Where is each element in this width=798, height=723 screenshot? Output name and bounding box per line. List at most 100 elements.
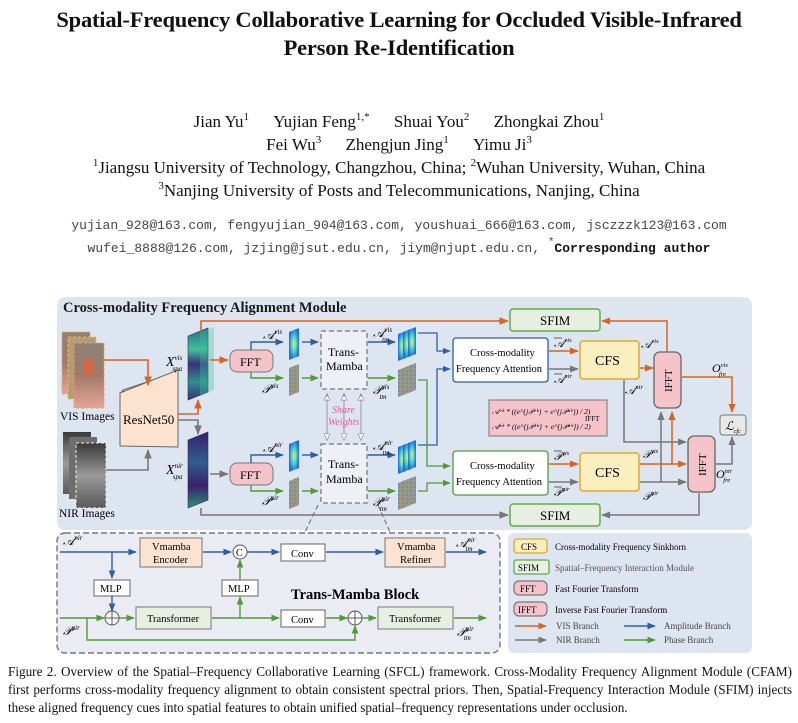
vmamba-refiner-l2: Refiner xyxy=(400,555,432,566)
affiliation-row-1: 1Jiangsu University of Technology, Chang… xyxy=(92,157,706,178)
legend-panel xyxy=(508,533,752,653)
transformer-box-2 xyxy=(377,606,454,630)
cfs-box-phase xyxy=(579,452,640,492)
mlp-label-1: MLP xyxy=(100,584,122,595)
title-line-1: Spatial-Frequency Collaborative Learning… xyxy=(56,7,742,32)
legend-nir-branch: NIR Branch xyxy=(515,635,600,645)
pbar-nir-label: 𝒫nir xyxy=(554,486,570,499)
legend-phase-branch: Phase Branch xyxy=(624,635,714,645)
svg-text:Amplitude Branch: Amplitude Branch xyxy=(664,621,731,631)
svg-text:CFS: CFS xyxy=(521,542,537,552)
transformer-box-1 xyxy=(135,606,212,630)
nir-images-label: NIR Images xyxy=(59,508,115,520)
cfs-label-amplitude: CFS xyxy=(595,354,620,369)
add-node-2 xyxy=(347,610,363,626)
svg-text:Inverse Fast Fourier Transform: Inverse Fast Fourier Transform xyxy=(555,605,667,615)
trans-mamba-vis-l1: Trans- xyxy=(328,345,359,359)
ptil-vis-label: 𝒫vis xyxy=(643,448,659,461)
sfim-label-top: SFIM xyxy=(540,313,571,328)
svg-text:NIR Branch: NIR Branch xyxy=(556,635,600,645)
resnet50-block xyxy=(121,371,178,446)
svg-text:VIS Branch: VIS Branch xyxy=(556,621,599,631)
nir-images xyxy=(63,432,107,509)
amplitude-tm-nir-stack xyxy=(398,440,416,474)
trans-mamba-vis-l2: Mamba xyxy=(326,359,363,373)
conv-box-bottom xyxy=(280,609,326,628)
add-node-1 xyxy=(104,610,120,626)
legend-cfs: CFS Cross-modality Frequency Sinkhorn xyxy=(513,538,686,554)
phase-spectrum-nir xyxy=(289,477,299,509)
sfim-label-bottom: SFIM xyxy=(540,508,571,523)
trans-mamba-nir xyxy=(320,443,368,504)
cfa-pha-l1: Cross-modality xyxy=(470,461,535,472)
conv-label-bottom: Conv xyxy=(291,615,315,626)
svg-text:IFFT: IFFT xyxy=(518,605,537,615)
email-line-2: wufei_8888@126.com, jzjing@jsut.edu.cn, … xyxy=(87,237,711,257)
abar-vis-label: 𝒜vis xyxy=(554,337,572,350)
vmamba-refiner xyxy=(384,537,446,568)
author-row-1: Jian Yu1 Yujian Feng1,* Shuai You2 Zhong… xyxy=(0,110,798,133)
amplitude-tm-vis-stack xyxy=(398,327,416,361)
conv-box-top xyxy=(280,543,326,562)
title-line-2: Person Re-Identification xyxy=(283,35,515,60)
svg-text:FFT: FFT xyxy=(520,584,536,594)
cfam-title: Cross-modality Frequency Alignment Modul… xyxy=(63,300,347,316)
fft-box-vis xyxy=(229,349,274,373)
vis-spatial-feature xyxy=(187,327,214,401)
vmamba-encoder xyxy=(139,537,203,568)
concat-label: C xyxy=(236,548,243,559)
abar-nir-label: 𝒜nir xyxy=(554,373,572,386)
vmamba-encoder-l2: Encoder xyxy=(153,555,188,566)
nir-spatial-feature xyxy=(187,431,209,509)
author-block: Jian Yu1 Yujian Feng1,* Shuai You2 Zhong… xyxy=(0,110,798,202)
email-block: yujian_928@163.com, fengyujian_904@163.c… xyxy=(0,214,798,260)
affiliation-row-2: 3Nanjing University of Posts and Telecom… xyxy=(158,180,640,201)
phase-tm-nir-stack xyxy=(398,476,416,510)
ifft-label-vis: IFFT xyxy=(663,369,675,392)
transformer-label-2: Transformer xyxy=(389,614,442,625)
p-vis-label: 𝒫vis xyxy=(262,382,279,396)
conv-label-top: Conv xyxy=(291,549,315,560)
block-a-in: 𝒜nir xyxy=(63,534,83,548)
vmamba-encoder-l1: Vmamba xyxy=(152,542,191,553)
amplitude-spectrum-vis xyxy=(289,328,299,360)
formula-ifft: IFFT xyxy=(585,415,600,423)
vis-images-label: VIS Images xyxy=(60,411,115,423)
loss-box xyxy=(719,414,747,436)
email-line-1: yujian_928@163.com, fengyujian_904@163.c… xyxy=(71,218,727,233)
mlp-box-2 xyxy=(221,579,259,597)
svg-text:SFIM: SFIM xyxy=(518,563,539,573)
ifft-label-nir: IFFT xyxy=(697,453,709,476)
fft-box-nir xyxy=(229,462,274,486)
cfs-label-phase: CFS xyxy=(595,466,620,481)
cross-modality-attention-phase xyxy=(452,450,549,496)
formula-line-1: 𝒜ᵛⁱˢ * ((e^{j𝒫ᵛⁱˢ} + e^{j𝒫ⁿⁱʳ}) / 2) xyxy=(492,407,591,416)
a-vis-label: 𝒜vis xyxy=(263,328,282,342)
legend-fft: FFT Fast Fourier Transform xyxy=(513,580,639,596)
a-nir-label: 𝒜nir xyxy=(263,441,283,455)
svg-text:Spatial–Frequency Interaction: Spatial–Frequency Interaction Module xyxy=(555,563,694,573)
block-p-in: 𝒫nir xyxy=(63,624,80,638)
legend-vis-branch: VIS Branch xyxy=(515,621,599,631)
legend-ifft: IFFT Inverse Fast Fourier Transform xyxy=(513,601,667,617)
cfa-pha-l2: Frequency Attention xyxy=(456,477,543,488)
resnet50-label: ResNet50 xyxy=(123,412,174,427)
pbar-vis-label: 𝒫vis xyxy=(554,450,570,463)
sfim-box-top xyxy=(509,308,601,332)
svg-text:Fast Fourier Transform: Fast Fourier Transform xyxy=(555,584,639,594)
sfim-box-bottom xyxy=(509,503,601,527)
author: Fei Wu3 xyxy=(266,134,322,155)
phase-tm-vis-stack xyxy=(398,363,416,397)
p-nir-label: 𝒫nir xyxy=(262,494,279,508)
author: Yimu Ji3 xyxy=(472,134,532,155)
author: Shuai You2 xyxy=(393,111,470,132)
phase-spectrum-vis xyxy=(289,364,299,396)
